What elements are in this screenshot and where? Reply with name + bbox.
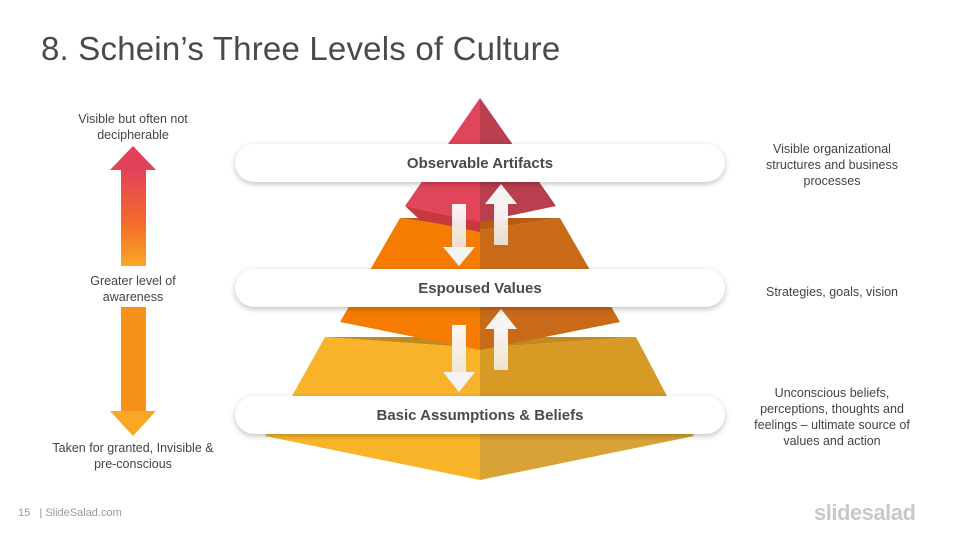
flow-arrows-lower [443, 309, 517, 392]
level-values-description: Strategies, goals, vision [765, 285, 898, 299]
brand-logo: slidesalad [814, 500, 916, 525]
level-assumptions-description: Unconscious beliefs, perceptions, though… [754, 386, 910, 448]
level-values-label: Espoused Values [418, 279, 542, 297]
level-artifacts-pill: Observable Artifacts [235, 144, 725, 182]
page-number: 15 [18, 507, 31, 519]
left-top-label: Visible but often not decipherable [78, 112, 188, 142]
level-values-pill: Espoused Values [235, 269, 725, 307]
page-title: 8. Schein’s Three Levels of Culture [41, 30, 561, 67]
level-assumptions-pill: Basic Assumptions & Beliefs [235, 396, 725, 434]
left-mid-label: Greater level of awareness [90, 274, 176, 304]
level-artifacts-description: Visible organizational structures and bu… [765, 142, 898, 188]
level-artifacts-label: Observable Artifacts [406, 154, 554, 172]
level-assumptions-label: Basic Assumptions & Beliefs [376, 406, 584, 424]
footer-site: | SlideSalad.com [39, 507, 122, 519]
left-bottom-label: Taken for granted, Invisible & pre-consc… [52, 441, 214, 471]
awareness-arrow [110, 146, 156, 436]
footer: 15 | SlideSalad.com [18, 507, 122, 519]
flow-arrows-upper [443, 184, 517, 266]
